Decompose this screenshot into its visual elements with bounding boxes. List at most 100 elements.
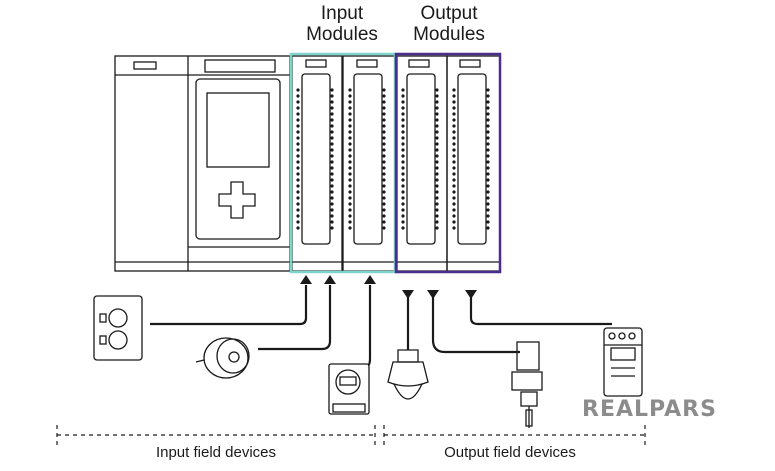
terminal-dot <box>401 190 405 194</box>
terminal-dot <box>330 166 334 170</box>
terminal-dot <box>330 130 334 134</box>
output-modules-highlight <box>394 52 502 274</box>
terminal-dot <box>452 220 456 224</box>
terminal-dot <box>348 184 352 188</box>
terminal-dot <box>435 136 439 140</box>
terminal-dot <box>452 118 456 122</box>
terminal-dot <box>382 88 386 92</box>
terminal-dot <box>296 100 300 104</box>
terminal-dot <box>486 100 490 104</box>
terminal-dot <box>452 190 456 194</box>
terminal-dot <box>452 88 456 92</box>
terminal-dot <box>452 136 456 140</box>
terminal-dot <box>401 100 405 104</box>
terminal-dot <box>348 112 352 116</box>
terminal-dot <box>452 106 456 110</box>
terminal-dot <box>452 154 456 158</box>
terminal-dot <box>330 106 334 110</box>
terminal-dot <box>382 124 386 128</box>
terminal-dot <box>435 190 439 194</box>
terminal-dot <box>330 160 334 164</box>
terminal-dot <box>435 130 439 134</box>
terminal-dot <box>401 196 405 200</box>
terminal-dot <box>296 88 300 92</box>
terminal-dot <box>401 142 405 146</box>
terminal-dot <box>401 214 405 218</box>
terminal-dot <box>296 118 300 122</box>
motor-starter-icon <box>603 327 643 397</box>
terminal-dot <box>296 196 300 200</box>
solenoid-valve-icon <box>511 341 543 428</box>
terminal-dot <box>401 94 405 98</box>
terminal-dot <box>486 184 490 188</box>
terminal-dot <box>486 136 490 140</box>
terminal-dot <box>348 214 352 218</box>
rotary-encoder-icon <box>195 337 250 379</box>
terminal-dot <box>382 136 386 140</box>
terminal-dot <box>452 148 456 152</box>
terminal-dot <box>330 226 334 230</box>
terminal-dot <box>382 106 386 110</box>
terminal-dot <box>296 214 300 218</box>
terminal-dot <box>435 208 439 212</box>
terminal-dot <box>296 184 300 188</box>
terminal-dot <box>348 94 352 98</box>
terminal-dot <box>452 208 456 212</box>
input-modules-label: Input Modules <box>306 3 378 45</box>
terminal-dot <box>401 208 405 212</box>
terminal-dot <box>296 112 300 116</box>
terminal-dot <box>452 166 456 170</box>
terminal-dot <box>452 172 456 176</box>
terminal-dot <box>486 142 490 146</box>
terminal-dot <box>401 166 405 170</box>
terminal-dot <box>330 118 334 122</box>
terminal-dot <box>330 196 334 200</box>
terminal-dot <box>452 160 456 164</box>
terminal-dot <box>296 130 300 134</box>
terminal-dot <box>435 166 439 170</box>
terminal-dot <box>296 160 300 164</box>
output-modules-label: Output Modules <box>413 3 485 45</box>
terminal-dot <box>330 154 334 158</box>
terminal-dot <box>435 124 439 128</box>
terminal-dot <box>296 148 300 152</box>
plc-rack-icon <box>114 55 291 272</box>
terminal-dot <box>348 172 352 176</box>
terminal-dot <box>330 124 334 128</box>
terminal-dot <box>348 118 352 122</box>
terminal-dot <box>348 208 352 212</box>
terminal-dot <box>296 172 300 176</box>
terminal-dot <box>452 124 456 128</box>
terminal-dot <box>452 100 456 104</box>
terminal-dot <box>348 190 352 194</box>
terminal-dot <box>348 196 352 200</box>
terminal-dot <box>330 220 334 224</box>
terminal-dot <box>401 178 405 182</box>
terminal-dot <box>330 136 334 140</box>
terminal-dot <box>382 160 386 164</box>
terminal-dot <box>486 112 490 116</box>
group-brackets <box>56 425 646 446</box>
terminal-dot <box>486 208 490 212</box>
realpars-logo: REALPARS <box>582 397 717 422</box>
terminal-dot <box>435 94 439 98</box>
terminal-dot <box>382 208 386 212</box>
terminal-dot <box>382 166 386 170</box>
terminal-dot <box>435 88 439 92</box>
terminal-dot <box>486 226 490 230</box>
terminal-dot <box>330 202 334 206</box>
terminal-dot <box>330 142 334 146</box>
terminal-dot <box>330 148 334 152</box>
terminal-dot <box>486 220 490 224</box>
terminal-dot <box>382 196 386 200</box>
terminal-dot <box>348 220 352 224</box>
terminal-dot <box>486 130 490 134</box>
terminal-dot <box>348 148 352 152</box>
terminal-dot <box>435 196 439 200</box>
terminal-dot <box>348 142 352 146</box>
terminal-dot <box>382 112 386 116</box>
terminal-dot <box>348 136 352 140</box>
terminal-dot <box>435 172 439 176</box>
terminal-dot <box>452 178 456 182</box>
terminal-dot <box>452 214 456 218</box>
